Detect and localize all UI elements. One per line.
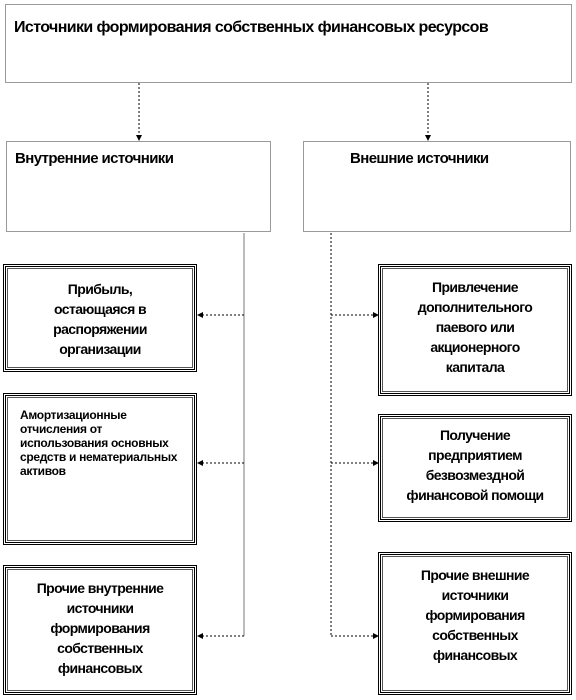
internal-heading-text: Внутренние источники — [15, 150, 174, 167]
title-box: Источники формирования собственных финан… — [5, 4, 572, 83]
title-text: Источники формирования собственных финан… — [14, 19, 489, 36]
internal-item-depreciation-text: Амортизационные отчисления от использова… — [20, 408, 178, 478]
internal-heading-box: Внутренние источники — [6, 141, 271, 232]
internal-item-depreciation: Амортизационные отчисления от использова… — [3, 393, 197, 545]
external-item-aid: Получение предприятием безвозмездной фин… — [378, 414, 572, 522]
internal-item-other: Прочие внутренние источники формирования… — [3, 565, 197, 695]
internal-item-other-text: Прочие внутренние источники формирования… — [36, 580, 164, 676]
external-heading-text: Внешние источники — [350, 150, 489, 167]
external-item-capital: Привлечение дополнительного паевого или … — [378, 264, 572, 396]
internal-item-profit: Прибыль, остающаяся в распоряжении орган… — [3, 264, 197, 372]
external-item-capital-text: Привлечение дополнительного паевого или … — [417, 279, 533, 375]
external-item-aid-text: Получение предприятием безвозмездной фин… — [406, 427, 544, 503]
internal-item-profit-text: Прибыль, остающаяся в распоряжении орган… — [53, 281, 147, 357]
external-heading-box: Внешние источники — [303, 141, 571, 232]
external-item-other: Прочие внешние источники формирования со… — [378, 552, 572, 695]
external-item-other-text: Прочие внешние источники формирования со… — [420, 567, 530, 663]
